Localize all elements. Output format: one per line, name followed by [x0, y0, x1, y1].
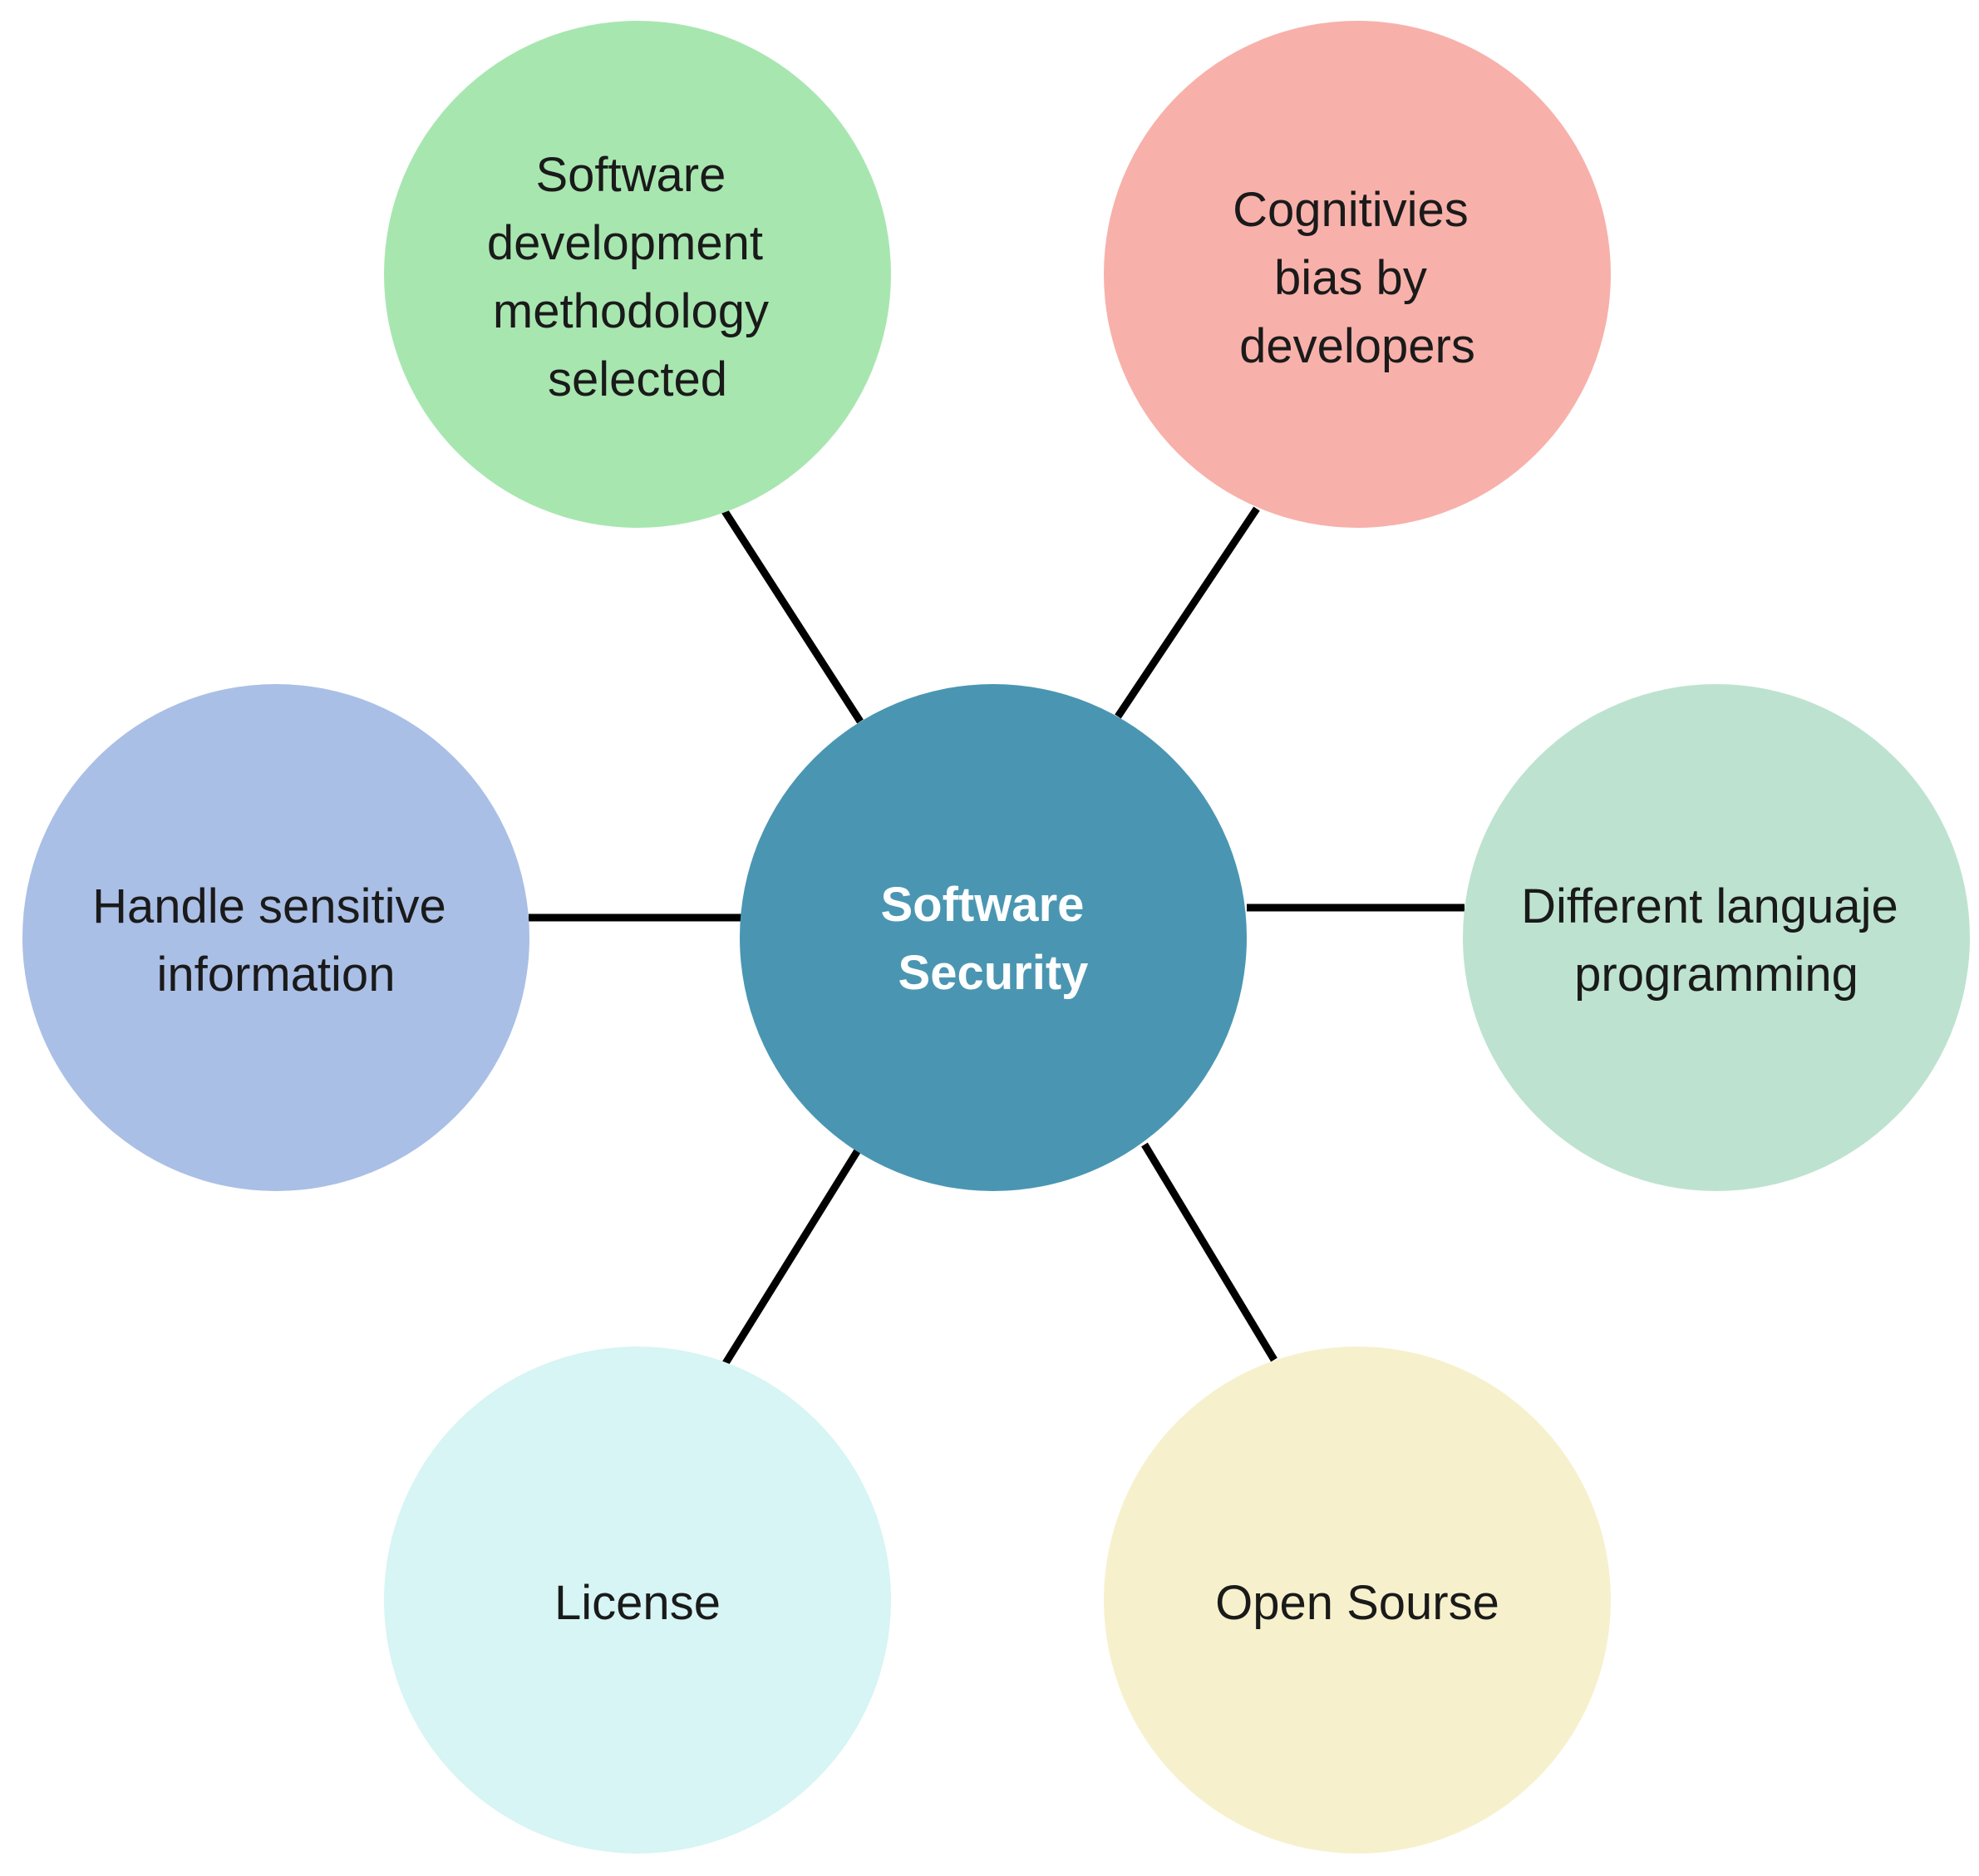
node-sensitive-info-label: Handle sensitive information	[92, 879, 460, 1002]
node-label-line: selected	[548, 352, 727, 406]
node-sensitive-info-circle	[22, 684, 529, 1191]
node-license-circle	[384, 1347, 891, 1854]
node-methodology-circle	[384, 21, 891, 528]
node-languages-label: Different languaje programming	[1521, 879, 1912, 1002]
node-label-line: development	[487, 216, 763, 270]
node-methodology[interactable]: Software development methodology selecte…	[384, 21, 891, 528]
node-open-source[interactable]: Open Sourse	[1104, 1347, 1611, 1854]
node-label-line: methodology	[493, 284, 769, 338]
connector-methodology	[720, 506, 864, 724]
node-label-line: Different languaje	[1521, 879, 1898, 933]
node-sensitive-info[interactable]: Handle sensitive information	[22, 684, 529, 1191]
center-node-label-line: Software	[880, 878, 1084, 932]
node-label-line: Handle sensitive	[92, 879, 446, 933]
node-label-line: bias by	[1274, 251, 1427, 305]
node-cognitive-bias-label: Cognitivies bias by developers	[1233, 183, 1482, 373]
node-label-line: Software	[535, 148, 726, 202]
node-label-line: Open Sourse	[1215, 1576, 1499, 1630]
node-label-line: developers	[1239, 319, 1475, 373]
node-languages-circle	[1463, 684, 1970, 1191]
node-label-line: information	[157, 948, 396, 1002]
node-label-line: Cognitivies	[1233, 183, 1469, 237]
center-node[interactable]: Software Security	[740, 684, 1247, 1191]
center-node-label-line: Security	[898, 946, 1089, 1000]
connector-license	[722, 1148, 861, 1366]
node-label-line: License	[554, 1576, 721, 1630]
center-node-circle	[740, 684, 1247, 1191]
node-methodology-label: Software development methodology selecte…	[487, 148, 782, 406]
connector-open-source	[1141, 1142, 1277, 1362]
node-license[interactable]: License	[384, 1347, 891, 1854]
connector-cognitive-bias	[1115, 506, 1260, 719]
node-cognitive-bias[interactable]: Cognitivies bias by developers	[1104, 21, 1611, 528]
node-open-source-circle	[1104, 1347, 1611, 1854]
node-label-line: programming	[1574, 948, 1858, 1002]
connectors	[529, 506, 1465, 1366]
center-node-label: Software Security	[880, 878, 1097, 1000]
node-languages[interactable]: Different languaje programming	[1463, 684, 1970, 1191]
node-open-source-label: Open Sourse	[1215, 1576, 1499, 1630]
node-license-label: License	[554, 1576, 721, 1630]
node-cognitive-bias-circle	[1104, 21, 1611, 528]
